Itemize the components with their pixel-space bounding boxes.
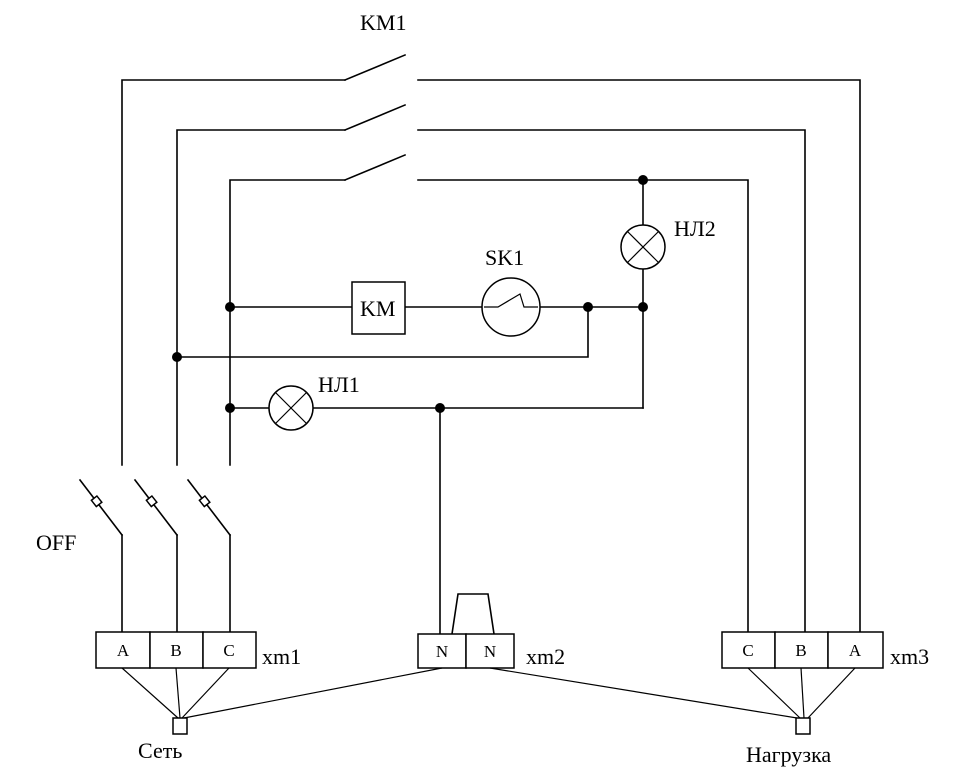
set-label: Сеть (138, 738, 182, 763)
xm2-terminal-n2: N (484, 642, 496, 661)
phase-b-wire (176, 103, 806, 633)
sk1-switch (481, 277, 541, 337)
terminal-block-xm2: N N (417, 593, 515, 669)
hl1-lamp (268, 385, 314, 431)
hl2-lamp (620, 224, 666, 270)
supply-cable (121, 667, 443, 735)
xm1-terminal-a: A (117, 641, 130, 660)
hl2-label: HЛ2 (674, 216, 716, 241)
terminal-block-xm1: A B C (95, 631, 257, 669)
load-label: Нагрузка (746, 742, 831, 767)
xm1-terminal-b: B (170, 641, 181, 660)
phase-c-wire (229, 153, 749, 633)
terminal-block-xm3: C B A (721, 631, 884, 669)
km-label: KM (360, 296, 395, 321)
xm3-terminal-c: C (742, 641, 753, 660)
phase-a-wire (121, 53, 861, 633)
load-cable (489, 667, 856, 735)
xm1-terminal-c: C (223, 641, 234, 660)
xm3-label: xm3 (890, 644, 929, 669)
xm2-label: xm2 (526, 644, 565, 669)
off-breaker (78, 478, 232, 633)
hl1-label: HЛ1 (318, 372, 360, 397)
phase-b-control-wire (176, 306, 589, 358)
xm2-terminal-n1: N (436, 642, 448, 661)
km-coil (351, 281, 406, 335)
xm1-label: xm1 (262, 644, 301, 669)
xm3-terminal-b: B (795, 641, 806, 660)
junction-dots (172, 175, 648, 413)
sk1-label: SK1 (485, 245, 524, 270)
off-label: OFF (36, 530, 76, 555)
xm3-terminal-a: A (849, 641, 862, 660)
km1-label: KM1 (360, 10, 406, 35)
